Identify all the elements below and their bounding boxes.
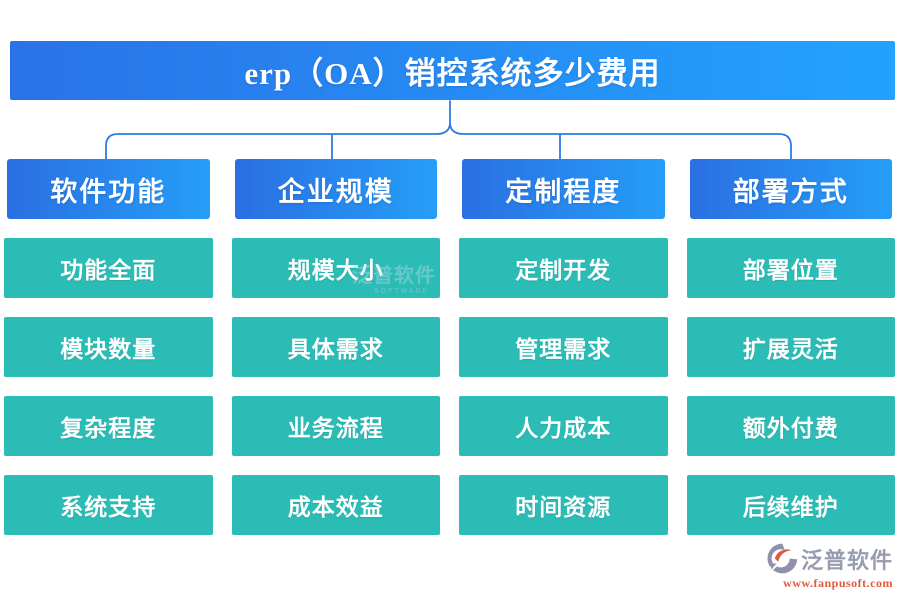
page-title: erp（OA）销控系统多少费用 — [244, 56, 661, 91]
title-banner: erp（OA）销控系统多少费用 — [10, 41, 895, 100]
branch-item: 人力成本 — [459, 396, 668, 456]
branch-item: 扩展灵活 — [686, 317, 895, 377]
branch-item: 系统支持 — [4, 475, 213, 535]
branch-item: 成本效益 — [231, 475, 440, 535]
column-customization-level: 定制程度 定制开发 管理需求 人力成本 时间资源 — [459, 159, 668, 535]
branch-item: 部署位置 — [686, 238, 895, 298]
branch-item: 后续维护 — [686, 475, 895, 535]
branch-item: 业务流程 — [231, 396, 440, 456]
branch-item: 模块数量 — [4, 317, 213, 377]
column-software-features: 软件功能 功能全面 模块数量 复杂程度 系统支持 — [4, 159, 213, 535]
column-header-deployment-method: 部署方式 — [689, 159, 892, 219]
column-header-company-scale: 企业规模 — [234, 159, 437, 219]
column-deployment-method: 部署方式 部署位置 扩展灵活 额外付费 后续维护 — [686, 159, 895, 535]
column-company-scale: 企业规模 规模大小 具体需求 业务流程 成本效益 — [231, 159, 440, 535]
branch-item: 定制开发 — [459, 238, 668, 298]
branch-item: 管理需求 — [459, 317, 668, 377]
branch-item: 复杂程度 — [4, 396, 213, 456]
branch-item: 规模大小 — [231, 238, 440, 298]
branch-item: 额外付费 — [686, 396, 895, 456]
branch-item: 时间资源 — [459, 475, 668, 535]
fanpu-logo-icon — [767, 543, 798, 574]
column-header-customization-level: 定制程度 — [462, 159, 665, 219]
logo-brand-text: 泛普软件 — [800, 547, 893, 573]
logo-website-text: www.fanpusoft.com — [783, 576, 893, 590]
fanpu-logo: 泛普软件 www.fanpusoft.com — [767, 542, 893, 591]
columns-grid: 软件功能 功能全面 模块数量 复杂程度 系统支持 企业规模 规模大小 具体需求 … — [4, 159, 895, 535]
branch-item: 功能全面 — [4, 238, 213, 298]
branch-item: 具体需求 — [231, 317, 440, 377]
logo-row: 泛普软件 — [765, 542, 893, 575]
column-header-software-features: 软件功能 — [7, 159, 210, 219]
tree-connector-lines — [105, 100, 792, 159]
